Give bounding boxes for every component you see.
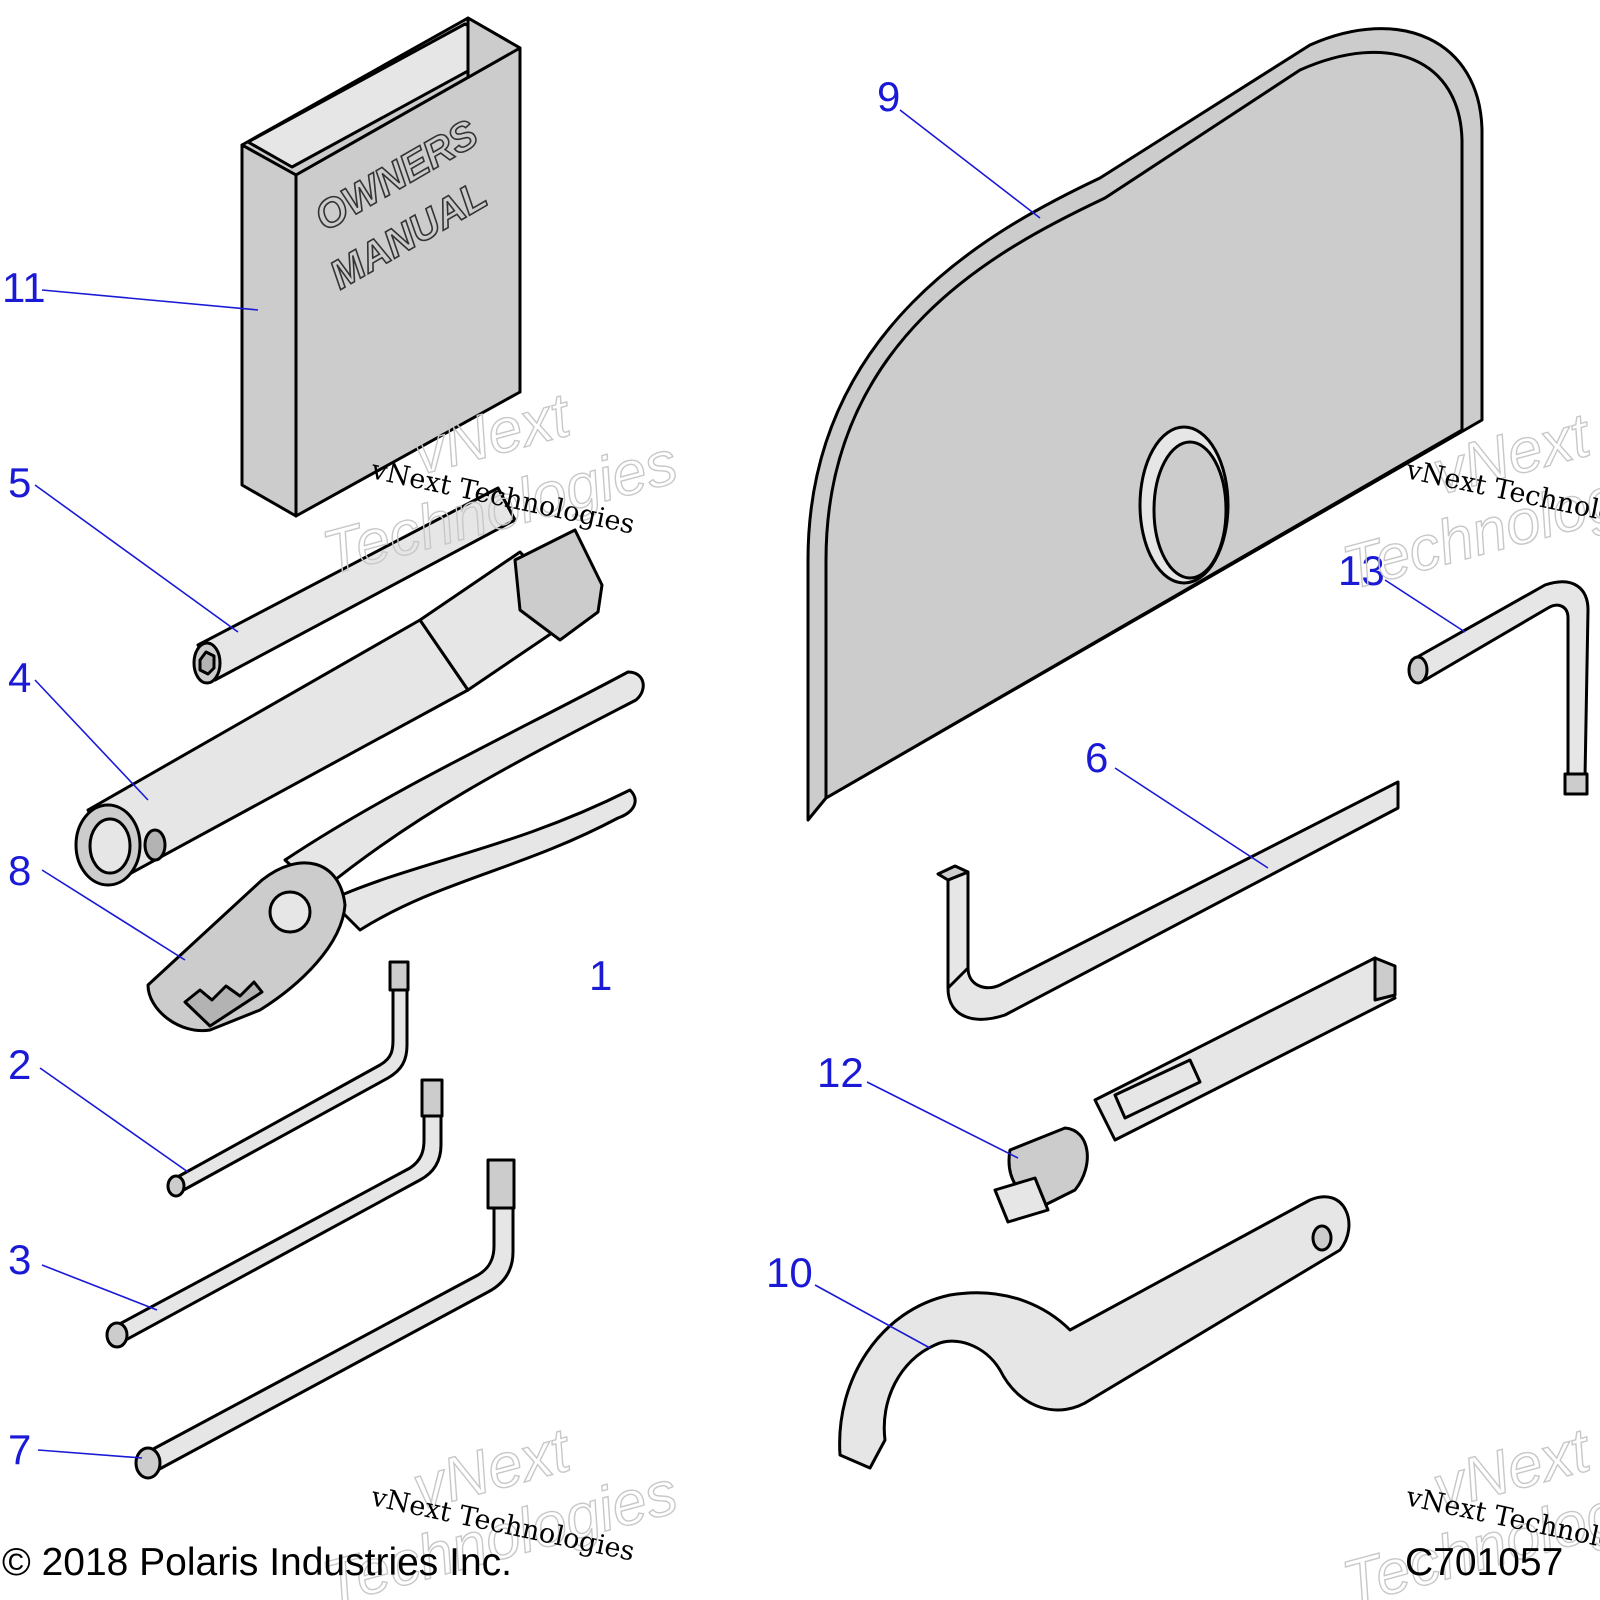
leader-3 (41, 1264, 158, 1311)
leader-6 (1114, 767, 1269, 869)
callout-10: 10 (766, 1249, 813, 1296)
leader-2 (39, 1067, 189, 1173)
callout-1: 1 (589, 952, 612, 999)
owners-manual-book: OWNERS MANUAL (240, 16, 522, 518)
leader-5 (34, 484, 239, 633)
torx-l-key-small (166, 960, 410, 1198)
callout-11: 11 (2, 264, 46, 311)
callout-2: 2 (8, 1041, 31, 1088)
hex-l-key (1407, 580, 1590, 796)
small-hex-tube-wrench (192, 486, 517, 685)
large-hex-l-key (936, 780, 1400, 1021)
torx-l-key-large (134, 1158, 516, 1480)
callouts: 11 5 4 8 1 2 3 7 9 13 6 12 10 (2, 73, 1385, 1473)
callout-9: 9 (877, 73, 900, 120)
leader-lines (34, 109, 1466, 1459)
leader-12 (866, 1081, 1019, 1159)
cover-panel (806, 27, 1484, 822)
figure-id: C701057 (1405, 1541, 1563, 1584)
leader-8 (41, 869, 186, 961)
callout-3: 3 (8, 1236, 31, 1283)
callout-6: 6 (1085, 734, 1108, 781)
leader-9 (899, 109, 1041, 219)
callout-5: 5 (8, 459, 31, 506)
callout-7: 7 (8, 1426, 31, 1473)
copyright-notice: © 2018 Polaris Industries Inc. (2, 1541, 512, 1584)
swivel-handle (993, 956, 1397, 1224)
callout-13: 13 (1338, 547, 1385, 594)
spark-plug-socket-wrench (74, 528, 604, 887)
leader-7 (37, 1449, 143, 1459)
pliers (146, 670, 645, 1033)
callout-4: 4 (8, 654, 31, 701)
leader-11 (41, 289, 259, 311)
callout-8: 8 (8, 847, 31, 894)
leader-10 (814, 1284, 931, 1349)
leader-13 (1384, 579, 1466, 633)
torx-l-key-medium (105, 1078, 444, 1349)
callout-12: 12 (817, 1049, 864, 1096)
leader-4 (34, 679, 149, 801)
hook-spanner-wrench (838, 1195, 1351, 1470)
